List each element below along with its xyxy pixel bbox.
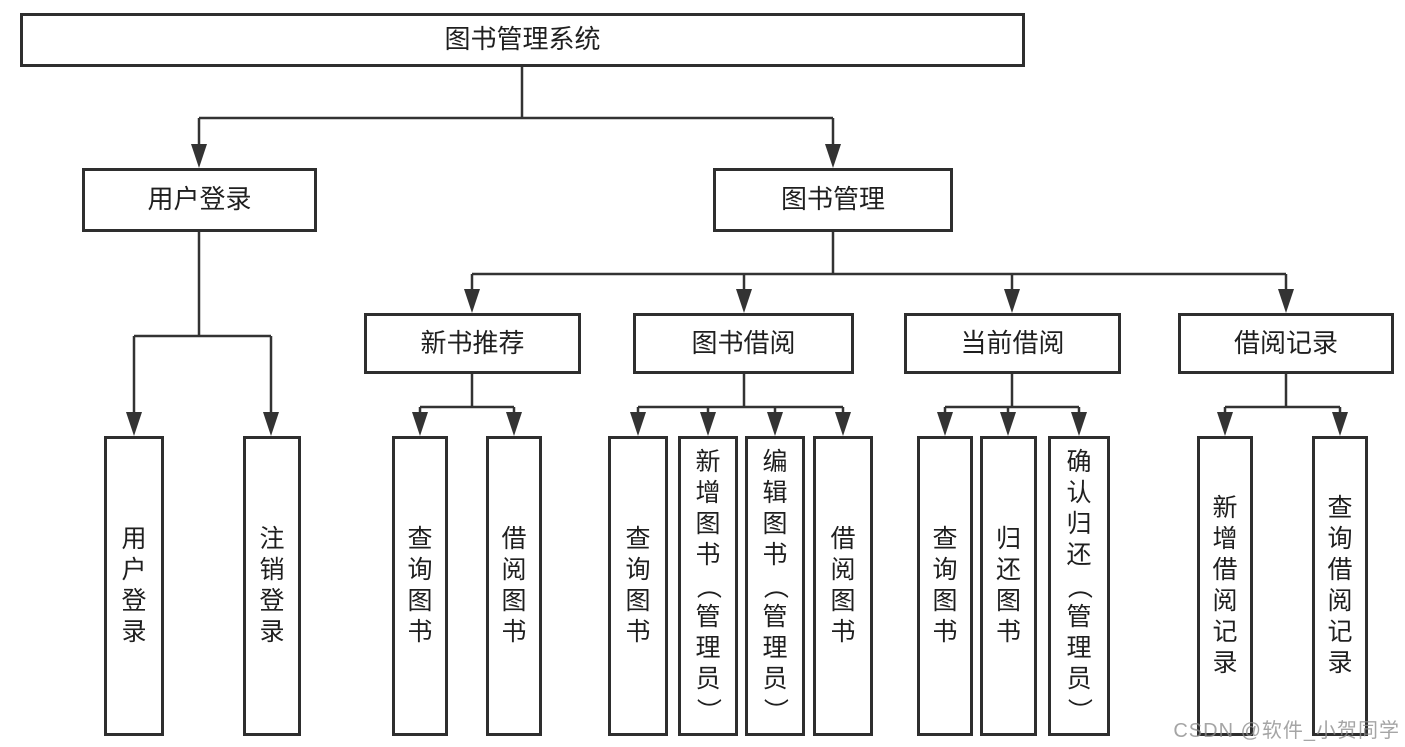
node-book-management: 图书管理 — [713, 168, 953, 232]
leaf-borrow-books-borrowing: 借阅图书 — [813, 436, 873, 736]
leaf-add-books-admin: 新增图书（管理员） — [678, 436, 738, 736]
leaf-return-books: 归还图书 — [980, 436, 1037, 736]
leaf-confirm-return-admin: 确认归还（管理员） — [1048, 436, 1110, 736]
leaf-borrow-books-recommend: 借阅图书 — [486, 436, 542, 736]
leaf-query-borrow-record: 查询借阅记录 — [1312, 436, 1368, 736]
node-new-book-recommendation: 新书推荐 — [364, 313, 581, 374]
node-library-management-system: 图书管理系统 — [20, 13, 1025, 67]
leaf-logout: 注销登录 — [243, 436, 301, 736]
leaf-query-books-current: 查询图书 — [917, 436, 973, 736]
leaf-query-books-recommend: 查询图书 — [392, 436, 448, 736]
leaf-user-login: 用户登录 — [104, 436, 164, 736]
leaf-add-borrow-record: 新增借阅记录 — [1197, 436, 1253, 736]
node-current-borrowing: 当前借阅 — [904, 313, 1121, 374]
node-book-borrowing: 图书借阅 — [633, 313, 854, 374]
node-borrowing-records: 借阅记录 — [1178, 313, 1394, 374]
leaf-query-books-borrowing: 查询图书 — [608, 436, 668, 736]
node-user-login: 用户登录 — [82, 168, 317, 232]
leaf-edit-books-admin: 编辑图书（管理员） — [745, 436, 805, 736]
